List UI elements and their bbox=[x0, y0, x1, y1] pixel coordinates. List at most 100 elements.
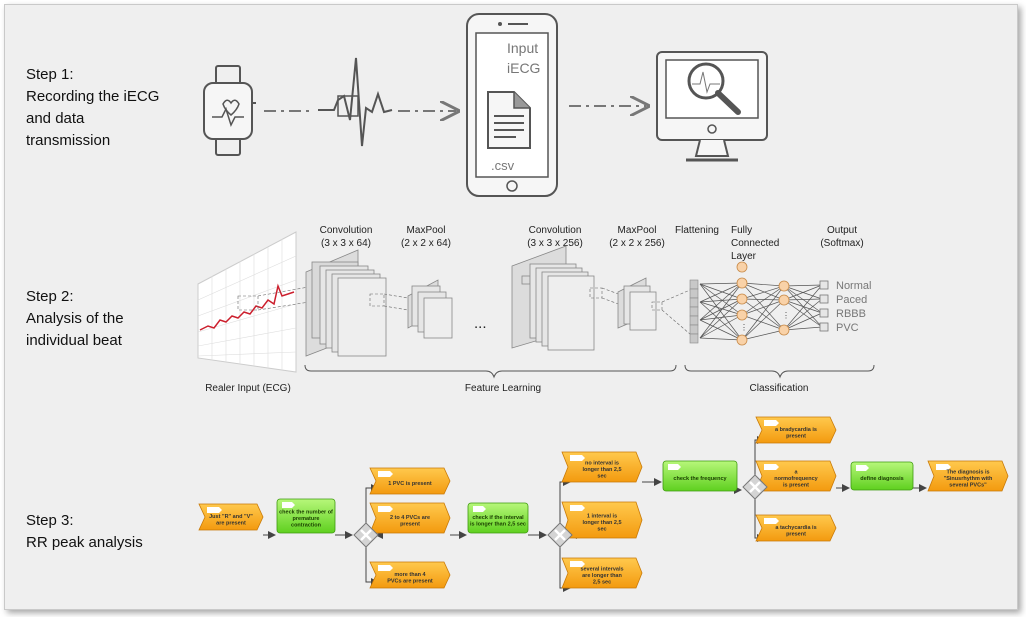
flow-node-text: check the number of bbox=[279, 510, 333, 516]
flattening-label: Flattening bbox=[675, 225, 719, 236]
flow-node-text: longer than 2,5 bbox=[582, 467, 621, 473]
class-label-pvc: PVC bbox=[836, 322, 859, 334]
classification-brace bbox=[684, 364, 875, 379]
step1-line: transmission bbox=[26, 132, 111, 149]
flow-node-text: 1 PVC is present bbox=[388, 481, 432, 487]
flow-nodes: Just "R" and "V"are present check the num… bbox=[198, 416, 1009, 589]
output-label: Output bbox=[827, 225, 857, 236]
event-icon bbox=[570, 505, 585, 511]
step3-title: Step 3: bbox=[26, 512, 74, 529]
conv2-feature-maps bbox=[511, 245, 595, 351]
step3-line: RR peak analysis bbox=[26, 534, 143, 551]
feature-learning-label: Feature Learning bbox=[465, 383, 541, 394]
flow-node-text: check the frequency bbox=[673, 476, 727, 482]
flow-node-text: premature bbox=[293, 516, 320, 522]
flow-node-text: is present bbox=[783, 483, 809, 489]
fully-connected-network bbox=[699, 282, 823, 341]
function-icon bbox=[856, 465, 869, 471]
conv1-label: Convolution bbox=[320, 225, 373, 236]
flow-node-text: more than 4 bbox=[394, 572, 426, 578]
flow-node-text: are longer than bbox=[582, 573, 622, 579]
flow-node-text: check if the interval bbox=[472, 515, 524, 521]
event-icon bbox=[764, 420, 779, 426]
ecg-waveform-icon bbox=[318, 57, 393, 147]
conv2-label: Convolution bbox=[529, 225, 582, 236]
phone-file-extension: .csv bbox=[491, 158, 515, 173]
layers-ellipsis: ... bbox=[474, 315, 487, 332]
event-icon bbox=[764, 464, 779, 470]
flow-node-text: contraction bbox=[291, 523, 322, 529]
pool2-dims: (2 x 2 x 256) bbox=[609, 238, 665, 249]
flow-node-text: longer than 2,5 bbox=[582, 520, 621, 526]
step2-line: Analysis of the bbox=[26, 310, 124, 327]
flow-node-text: a bbox=[794, 470, 798, 476]
smartwatch-icon bbox=[203, 65, 256, 156]
pool1-feature-maps bbox=[407, 279, 453, 339]
step3-label: Step 3: RR peak analysis bbox=[26, 510, 143, 554]
flow-node-text: define diagnosis bbox=[860, 476, 903, 482]
class-label-paced: Paced bbox=[836, 294, 867, 306]
class-label-rbbb: RBBB bbox=[836, 308, 866, 320]
conv1-feature-maps bbox=[305, 249, 387, 357]
step2-line: individual beat bbox=[26, 332, 122, 349]
flow-define-diag: define diagnosis bbox=[850, 461, 914, 491]
event-icon bbox=[207, 507, 222, 513]
conv2-dims: (3 x 3 x 256) bbox=[527, 238, 583, 249]
flow-check-freq: check the frequency bbox=[662, 460, 738, 492]
output-nodes bbox=[819, 280, 829, 332]
flow-node-text: a bradycardia is bbox=[775, 427, 817, 433]
ecg-input-image bbox=[197, 231, 297, 373]
fc-label: Layer bbox=[731, 251, 757, 262]
magnifier-icon bbox=[687, 62, 741, 115]
step1-title: Step 1: bbox=[26, 66, 74, 83]
flow-node-text: 2 to 4 PVCs are bbox=[390, 515, 430, 521]
xor-gateway-icon bbox=[353, 522, 379, 548]
event-icon bbox=[378, 565, 393, 571]
event-icon bbox=[378, 506, 393, 512]
pool2-projection bbox=[651, 289, 691, 335]
flow-node-text: 2,5 sec bbox=[593, 580, 611, 586]
flow-start: Just "R" and "V"are present bbox=[198, 503, 264, 531]
fc-neurons bbox=[736, 261, 790, 346]
flow-node-text: several PVCs" bbox=[949, 483, 987, 489]
flow-node-text: 1 interval is bbox=[587, 514, 617, 520]
class-label-normal: Normal bbox=[836, 280, 871, 292]
flow-node-text: are present bbox=[216, 520, 246, 526]
flow-node-text: a tachycardia is bbox=[775, 525, 816, 531]
flow-node-text: present bbox=[786, 433, 806, 439]
fc-ellipsis: ⋮ bbox=[782, 311, 790, 320]
flow-node-text: normofrequency bbox=[774, 476, 818, 482]
step1-label: Step 1: Recording the iECG and data tran… bbox=[26, 64, 159, 152]
flow-node-text: present bbox=[400, 521, 420, 527]
xor-gateway-icon bbox=[547, 522, 573, 548]
classification-label: Classification bbox=[750, 383, 809, 394]
event-icon bbox=[764, 518, 779, 524]
flow-node-text: The diagnosis is bbox=[946, 470, 989, 476]
fc-ellipsis: ⋮ bbox=[740, 323, 748, 332]
function-icon bbox=[282, 502, 295, 508]
flow-node-text: present bbox=[786, 531, 806, 537]
flow-diagnosis: The diagnosis is"Sinusrhythm withseveral… bbox=[927, 460, 1009, 492]
input-ecg-label: Realer Input (ECG) bbox=[205, 383, 291, 394]
flow-node-text: sec bbox=[597, 474, 606, 480]
step2-label: Step 2: Analysis of the individual beat bbox=[26, 286, 124, 352]
phone-title-line2: iECG bbox=[507, 60, 540, 76]
pool1-label: MaxPool bbox=[407, 225, 446, 236]
pool2-feature-maps bbox=[617, 277, 657, 331]
flow-node-text: several intervals bbox=[580, 567, 623, 573]
flow-node-text: is longer than 2,5 sec bbox=[470, 521, 526, 527]
fc-label: Fully bbox=[731, 225, 752, 236]
flow-node-text: sec bbox=[597, 527, 606, 533]
flow-node-text: PVCs are present bbox=[387, 578, 433, 584]
conv1-dims: (3 x 3 x 64) bbox=[321, 238, 371, 249]
pool1-dims: (2 x 2 x 64) bbox=[401, 238, 451, 249]
